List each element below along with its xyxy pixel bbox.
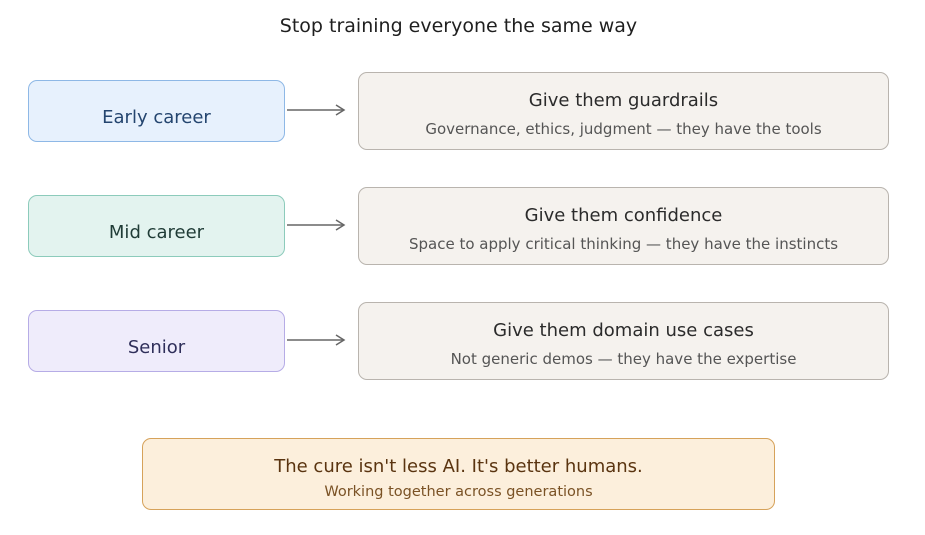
advice-detail: Space to apply critical thinking — they … — [408, 235, 839, 253]
stage-label: Early career — [102, 106, 211, 128]
arrow-right-icon — [287, 104, 346, 116]
stage-label: Mid career — [108, 221, 205, 243]
advice-detail: Governance, ethics, judgment — they have… — [425, 120, 822, 138]
arrow-right-icon — [287, 334, 346, 346]
advice-heading: Give them confidence — [524, 205, 723, 226]
stage-box-mid-career: Mid career — [28, 195, 285, 257]
advice-box-domain-use-cases: Give them domain use cases Not generic d… — [358, 302, 889, 380]
stage-label: Senior — [127, 336, 186, 358]
stage-box-early-career: Early career — [28, 80, 285, 142]
conclusion-heading: The cure isn't less AI. It's better huma… — [274, 456, 643, 477]
arrow-right-icon — [287, 219, 346, 231]
advice-box-guardrails: Give them guardrails Governance, ethics,… — [358, 72, 889, 150]
advice-detail: Not generic demos — they have the expert… — [450, 350, 797, 368]
advice-box-confidence: Give them confidence Space to apply crit… — [358, 187, 889, 265]
stage-box-senior: Senior — [28, 310, 285, 372]
advice-heading: Give them guardrails — [528, 90, 719, 111]
advice-heading: Give them domain use cases — [493, 320, 754, 341]
conclusion-box: The cure isn't less AI. It's better huma… — [142, 438, 775, 510]
diagram-title: Stop training everyone the same way — [279, 15, 638, 37]
conclusion-detail: Working together across generations — [324, 484, 593, 500]
